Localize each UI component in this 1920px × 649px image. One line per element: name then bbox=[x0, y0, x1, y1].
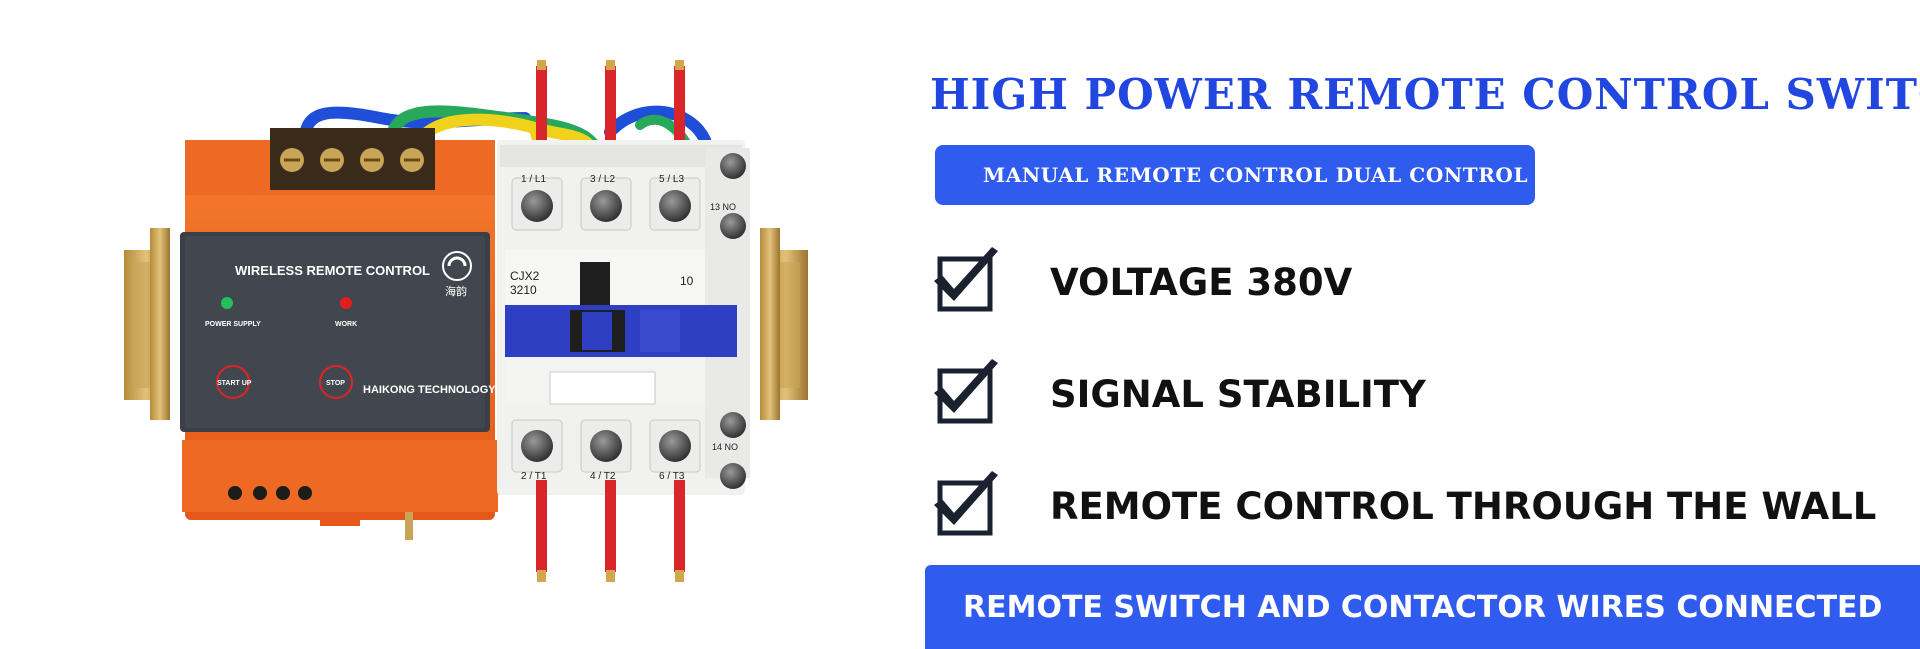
headline: HIGH POWER REMOTE CONTROL SWITCH bbox=[930, 70, 1920, 119]
terminal-label-t1: 2 / T1 bbox=[521, 471, 547, 482]
start-up-button[interactable]: START UP bbox=[216, 365, 252, 399]
red-wires-top bbox=[536, 60, 685, 176]
terminal-label-l2: 3 / L2 bbox=[590, 174, 615, 185]
feature-label: SIGNAL STABILITY bbox=[1050, 373, 1426, 416]
checkbox-checked-icon bbox=[934, 247, 998, 312]
aux-label-13no: 13 NO bbox=[710, 202, 736, 212]
din-rail-right bbox=[760, 228, 808, 420]
module-title: WIRELESS REMOTE CONTROL bbox=[235, 263, 430, 278]
feature-item: VOLTAGE 380V bbox=[930, 243, 1890, 323]
product-image: WIRELESS REMOTE CONTROL 海韵 POWER SUPPLY … bbox=[124, 60, 808, 582]
feature-item: REMOTE CONTROL THROUGH THE WALL bbox=[930, 467, 1890, 547]
stop-button[interactable]: STOP bbox=[319, 365, 353, 399]
stop-label: STOP bbox=[326, 380, 345, 387]
feature-label: REMOTE CONTROL THROUGH THE WALL bbox=[1050, 485, 1877, 528]
terminal-label-t3: 6 / T3 bbox=[659, 471, 685, 482]
bottom-banner: REMOTE SWITCH AND CONTACTOR WIRES CONNEC… bbox=[925, 565, 1920, 649]
feature-label: VOLTAGE 380V bbox=[1050, 261, 1353, 304]
din-rail-left bbox=[124, 228, 170, 420]
aux-label-14no: 14 NO bbox=[712, 442, 738, 452]
contactor bbox=[497, 140, 750, 495]
power-supply-label: POWER SUPPLY bbox=[205, 321, 261, 328]
checkbox-checked-icon bbox=[934, 359, 998, 424]
red-wires-bottom bbox=[536, 480, 685, 582]
start-up-label: START UP bbox=[217, 380, 252, 387]
work-indicator-led bbox=[340, 297, 352, 309]
model-line-1: CJX2 bbox=[510, 269, 540, 283]
company-name: HAIKONG TECHNOLOGY bbox=[363, 384, 496, 396]
brand-logo-icon: 海韵 bbox=[442, 251, 472, 298]
model-line-2: 3210 bbox=[510, 283, 537, 297]
feature-item: SIGNAL STABILITY bbox=[930, 355, 1890, 435]
work-label: WORK bbox=[335, 321, 357, 328]
model-code: 10 bbox=[680, 274, 694, 288]
power-indicator-led bbox=[221, 297, 233, 309]
brand-logo-text: 海韵 bbox=[445, 284, 467, 298]
terminal-label-l1: 1 / L1 bbox=[521, 174, 546, 185]
wireless-remote-module bbox=[180, 128, 498, 540]
terminal-label-l3: 5 / L3 bbox=[659, 174, 684, 185]
subheading-pill: MANUAL REMOTE CONTROL DUAL CONTROL bbox=[935, 145, 1535, 205]
terminal-label-t2: 4 / T2 bbox=[590, 471, 616, 482]
checkbox-checked-icon bbox=[934, 471, 998, 536]
